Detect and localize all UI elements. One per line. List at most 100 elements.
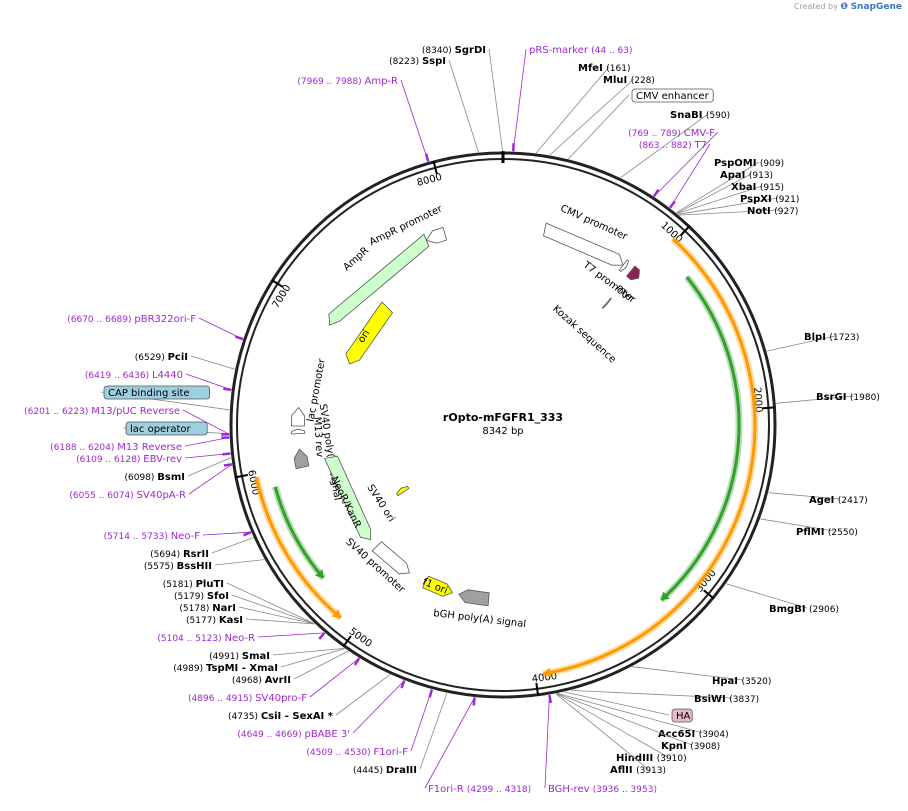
enzyme-label-bsiwi: BsiWI (3837) [694,694,759,705]
plasmid-name: rOpto-mFGFR1_333 [443,411,563,424]
site-position: (927) [774,207,798,217]
feature-box-label: lac operator [130,424,191,435]
enzyme-label-bsmi: (6098) BsmI [124,472,185,483]
site-name: pRS-marker [529,45,591,56]
site-position: (3936 .. 3953) [593,785,657,795]
site-name: SgrDI [455,45,486,56]
label-leader [420,693,447,769]
primer-mark [319,633,324,639]
enzyme-label-snabi: SnaBI (590) [670,110,730,121]
site-position: (5714 .. 5733) [104,532,171,542]
site-name: XbaI [731,182,760,193]
site-position: (6201 .. 6223) [24,407,91,417]
site-position: (228) [631,76,655,86]
primer-label-ebv-rev: (6109 .. 6128) EBV-rev [76,454,182,465]
site-position: (5178) [179,604,212,614]
enzyme-label-kpni: KpnI (3908) [661,741,720,752]
enzyme-label-sspi: (8223) SspI [389,56,446,67]
site-name: HpaI [712,676,741,687]
site-name: BsmI [157,472,185,483]
feature-box-label: HA [676,711,691,722]
site-name: MluI [603,75,631,86]
primer-label-neo-r: (5104 .. 5123) Neo-R [157,633,255,644]
site-name: AflII [610,765,636,776]
site-name: SV40pro-F [255,693,307,704]
enzyme-label-noti: NotI (927) [747,206,798,217]
site-name: MfeI [578,63,606,74]
site-position: (4509 .. 4530) [306,748,373,758]
feature-m13-rev [292,429,305,434]
site-name: PciI [168,352,188,363]
site-position: (769 .. 789) [628,129,684,139]
primer-label-f1ori-f: (4509 .. 4530) F1ori-F [306,747,408,758]
site-position: (8223) [389,57,422,67]
label-leader [536,67,609,153]
primer-mark [426,154,428,162]
primer-label-sv40pa-r: (6055 .. 6074) SV40pA-R [69,490,186,501]
primer-mark [430,690,432,698]
site-name: PflMI [796,527,828,538]
site-position: (5181) [163,580,196,590]
ruler-tick [762,407,775,408]
feature-lac-promoter [292,408,305,427]
label-leader [189,464,232,494]
site-position: (1980) [850,393,880,403]
site-position: (2550) [828,528,858,538]
site-position: (4649 .. 4669) [237,730,304,740]
enzyme-label-aflii: AflII (3913) [610,765,666,776]
site-name: M13 Reverse [117,442,182,453]
ruler-label: 8000 [416,172,443,189]
site-name: Neo-R [225,633,256,644]
site-position: (5179) [174,592,207,602]
site-position: (3837) [729,695,759,705]
label-leader [670,144,710,208]
site-name: SspI [422,56,446,67]
site-position: (590) [706,111,730,121]
feature-kozak-sequence [602,298,611,308]
site-position: (4735) [228,712,261,722]
label-leader [411,690,432,751]
enzyme-label-bmgbi: BmgBI (2906) [769,604,839,615]
feature-sv40-ori [397,486,409,495]
primer-label-m13-reverse: (6188 .. 6204) M13 Reverse [50,442,182,453]
ruler-label: 7000 [271,283,294,310]
site-position: (3520) [741,677,771,687]
site-position: (6419 .. 6436) [85,371,152,381]
primer-mark [355,658,359,665]
enzyme-label-tspmi-xmai: (4989) TspMI - XmaI [173,663,278,674]
site-position: (915) [760,183,784,193]
feature-box-label: CAP binding site [108,388,190,399]
enzyme-label-hpai: HpaI (3520) [712,676,771,687]
primer-label-pbr322ori-f: (6670 .. 6689) pBR322ori-F [67,314,196,325]
feature-label-bgh-poly-a-signal: bGH poly(A) signal [433,608,527,630]
site-position: (161) [606,64,630,74]
primer-mark [549,695,550,703]
site-position: (6188 .. 6204) [50,443,117,453]
primer-mark [670,201,675,207]
feature-bgh-poly-a-signal [459,590,489,606]
enzyme-label-sgrdi: (8340) SgrDI [422,45,486,56]
site-position: (6055 .. 6074) [69,491,136,501]
primer-label-prs-marker: pRS-marker (44 .. 63) [529,45,632,56]
primer-mark [223,389,231,390]
primer-mark [223,454,231,455]
enzyme-label-mfei: MfeI (161) [578,63,631,74]
site-name: NotI [747,206,774,217]
site-name: pBABE 3' [304,729,350,740]
site-position: (44 .. 63) [591,46,632,56]
label-leader [449,60,479,152]
label-leader [425,698,475,789]
site-position: (7969 .. 7988) [297,77,364,87]
site-position: (3908) [690,742,720,752]
site-name: BsrGI [816,392,850,403]
site-position: (8340) [422,46,455,56]
site-position: (863 .. 882) [639,141,695,151]
enzyme-label-hindiii: HindIII (3910) [616,753,687,764]
site-position: (6098) [124,473,157,483]
enzyme-label-xbai: XbaI (915) [731,182,784,193]
site-name: PluTI [196,579,224,590]
enzyme-label-rsrii: (5694) RsrII [150,549,209,560]
label-leader [212,538,253,553]
label-leader [258,633,325,637]
site-name: Amp-R [365,76,399,87]
